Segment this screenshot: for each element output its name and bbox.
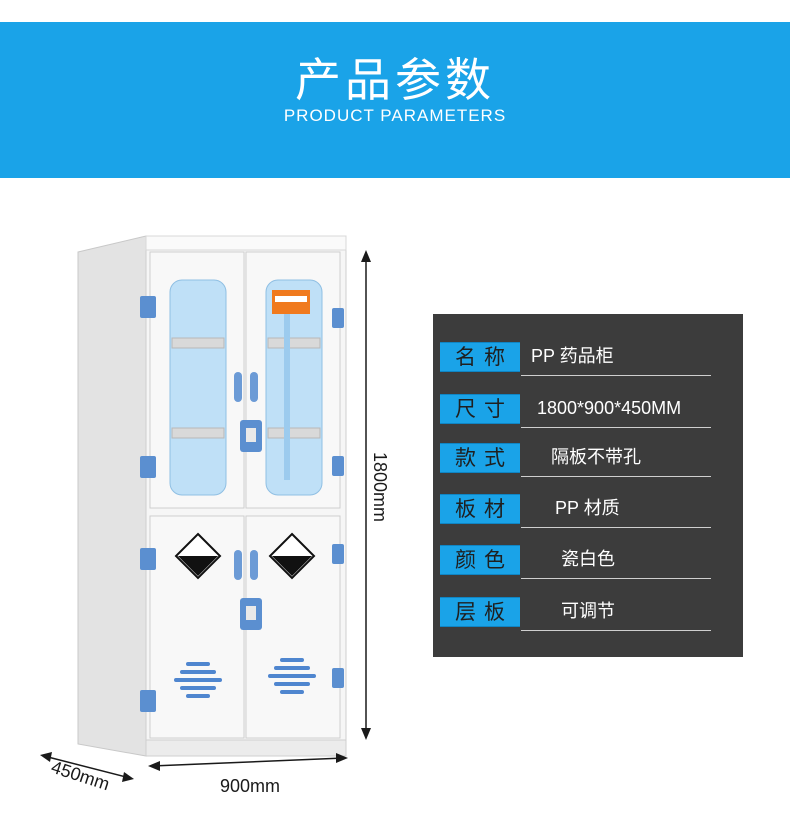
arrow-head (361, 250, 371, 262)
spec-divider (521, 427, 711, 428)
width-dimension-line (151, 757, 345, 767)
spec-value: 可调节 (561, 601, 615, 621)
arrow-head (40, 752, 52, 762)
spec-row: 层板 可调节 (433, 597, 743, 631)
door-handle (250, 550, 258, 580)
spec-row: 尺寸 1800*900*450MM (433, 394, 743, 428)
spec-row: 颜色 瓷白色 (433, 545, 743, 579)
cabinet-top (145, 235, 347, 251)
depth-label: 450mm (49, 757, 112, 795)
spec-label: 板材 (440, 494, 520, 524)
door-handle (234, 372, 242, 402)
spec-value: PP 材质 (555, 498, 620, 518)
shelf (171, 427, 225, 439)
lock-face (246, 606, 256, 620)
spec-row: 名称 PP 药品柜 (433, 342, 743, 376)
arrow-head (336, 753, 348, 763)
depth-dimension-line (43, 755, 131, 779)
spec-label: 层板 (440, 597, 520, 627)
upper-left-glass (169, 279, 227, 496)
spec-divider (521, 527, 711, 528)
corrosive-sign-left-lower (178, 556, 218, 576)
spec-value: 瓷白色 (561, 549, 615, 569)
spec-panel: 名称 PP 药品柜 尺寸 1800*900*450MM 款式 隔板不带孔 板材 … (433, 314, 743, 657)
arrow-head (148, 761, 160, 771)
door-handle (234, 550, 242, 580)
vent-right (268, 658, 316, 694)
shelf (267, 337, 321, 349)
spec-label: 名称 (440, 342, 520, 372)
page-subtitle: PRODUCT PARAMETERS (283, 106, 507, 125)
door-handle (250, 372, 258, 402)
upper-right-glass (265, 279, 323, 496)
spec-label: 颜色 (440, 545, 520, 575)
shelf (171, 337, 225, 349)
arrow-head (122, 772, 134, 782)
arrow-head (361, 728, 371, 740)
spec-divider (521, 578, 711, 579)
spec-row: 板材 PP 材质 (433, 494, 743, 528)
spec-divider (521, 476, 711, 477)
vent-left (174, 662, 222, 698)
spec-label: 款式 (440, 443, 520, 473)
cabinet-illustration: 1800mm 900mm 450mm (40, 235, 390, 796)
cabinet-side-panel (77, 235, 147, 757)
spec-value: PP 药品柜 (531, 346, 614, 366)
lock-face (246, 428, 256, 442)
spec-divider (521, 375, 711, 376)
spec-value: 隔板不带孔 (551, 447, 641, 467)
cabinet-plinth (145, 739, 347, 757)
spec-label: 尺寸 (440, 394, 520, 424)
hinges (140, 296, 344, 712)
corrosive-sign-right-lower (272, 556, 312, 576)
spec-value: 1800*900*450MM (537, 398, 682, 418)
height-label: 1800mm (370, 452, 390, 522)
spec-row: 款式 隔板不带孔 (433, 443, 743, 477)
shelf-rail (284, 300, 290, 480)
warning-label-stripe (275, 296, 307, 302)
page-title: 产品参数 (295, 53, 495, 107)
header-banner: 产品参数 PRODUCT PARAMETERS (0, 22, 790, 178)
shelf (267, 427, 321, 439)
width-label: 900mm (220, 776, 280, 796)
spec-divider (521, 630, 711, 631)
